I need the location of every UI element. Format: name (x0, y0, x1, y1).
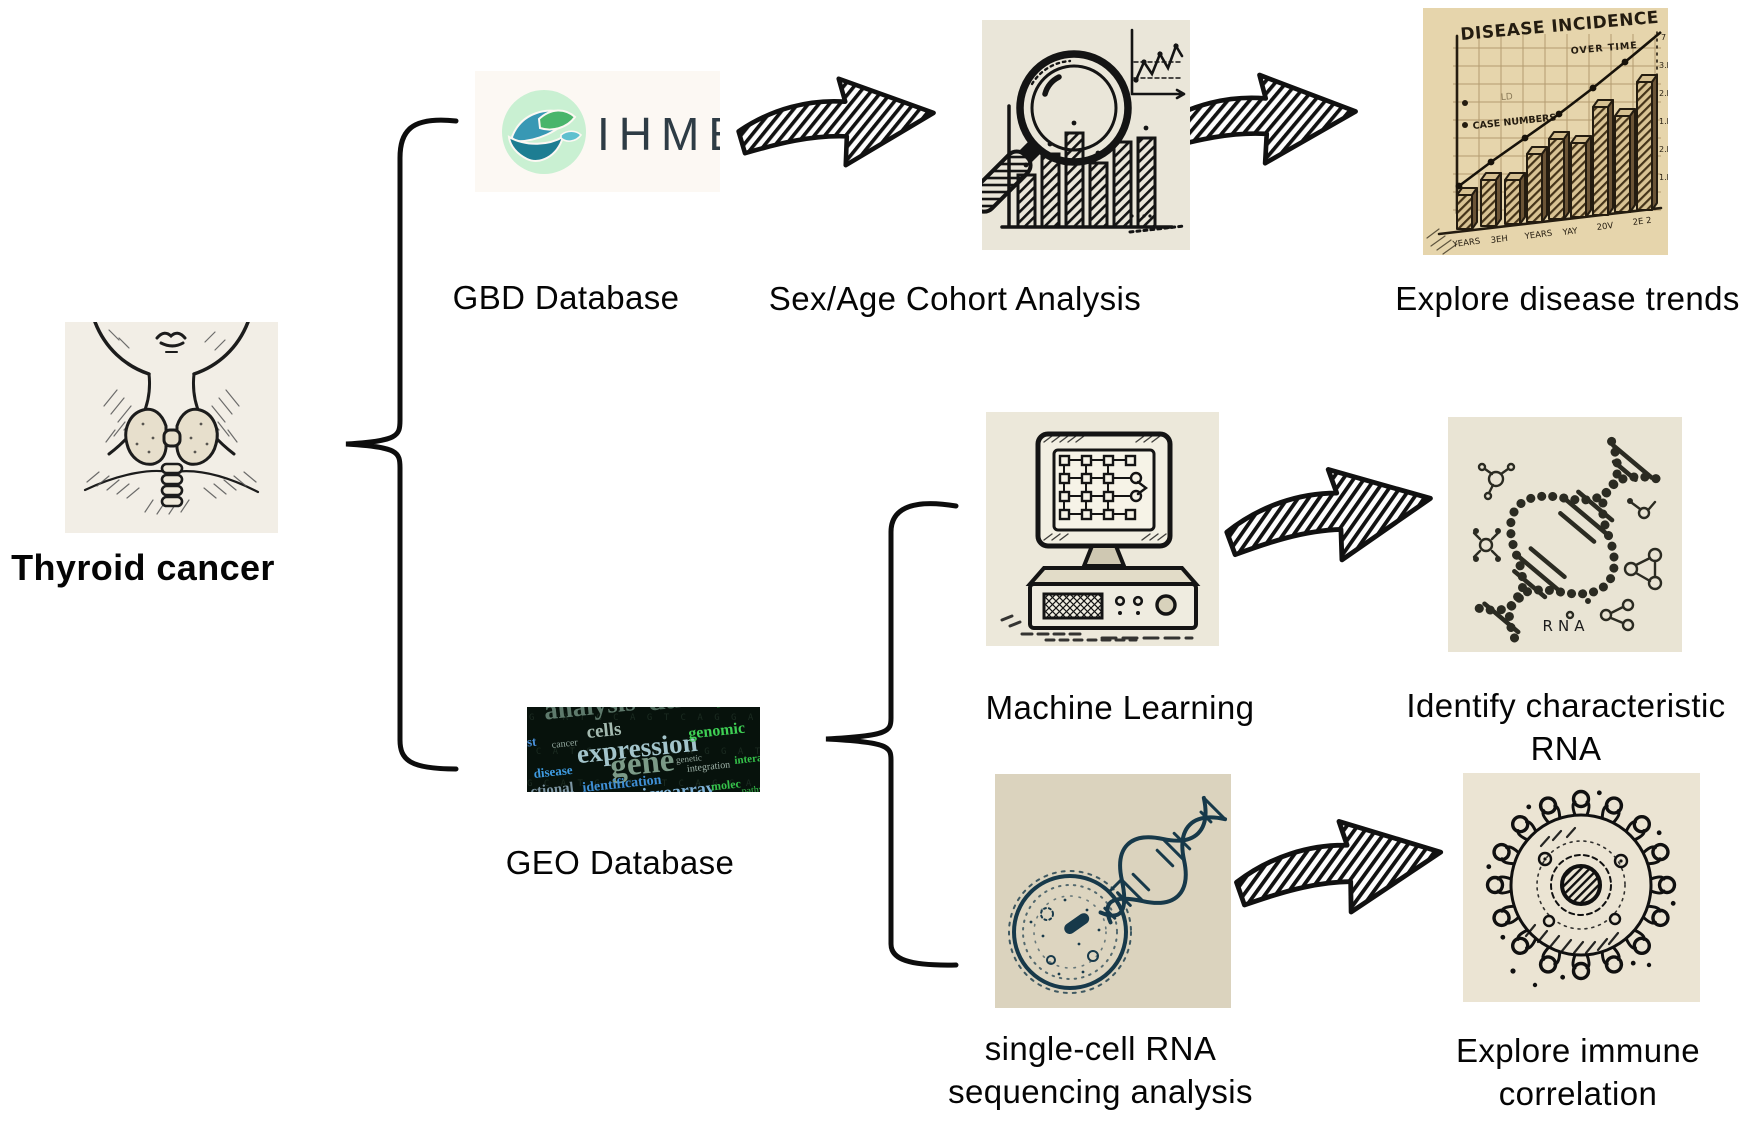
single-cell-line2: sequencing analysis (948, 1073, 1253, 1110)
geo-sub-brace (825, 501, 959, 968)
rna-caption: RNA (1543, 617, 1590, 635)
geo-database-label: GEO Database (505, 844, 735, 881)
disease-trends-illustration: DISEASE INCIDENCE OVER TIME LD CASE NUMB… (1423, 8, 1668, 255)
network-diagram (1058, 454, 1148, 521)
immune-cell-illustration (1463, 773, 1700, 1002)
computer-drawing (1000, 431, 1201, 642)
svg-text:3.h: 3.h (1659, 61, 1668, 70)
svg-text:YEARS: YEARS (1523, 229, 1553, 242)
wordcloud-word: genomic (687, 719, 746, 743)
dna-strand (1098, 795, 1228, 925)
thyroid-illustration (65, 322, 278, 533)
organelles (1537, 851, 1629, 928)
cohort-analysis-label: Sex/Age Cohort Analysis (768, 280, 1142, 317)
svg-text:3EH: 3EH (1490, 234, 1508, 246)
rna-helix-drawing: RNA (1472, 436, 1663, 645)
svg-text:YEARS: YEARS (1451, 237, 1481, 250)
mini-line-chart (1130, 28, 1186, 100)
bar-chart (1016, 120, 1157, 229)
immune-cell-drawing (1485, 789, 1677, 988)
wordcloud-word: intera (733, 752, 760, 767)
trend-legend: CASE NUMBERS (1472, 112, 1557, 132)
trend-legend-faint: LD (1501, 92, 1514, 103)
identify-rna-line2: RNA (1530, 730, 1602, 767)
magnifier-chart-drawing (982, 28, 1186, 234)
single-cell-line1: single-cell RNA (984, 1030, 1217, 1067)
geo-wordcloud-image: G C A T G C A G T C A G G A T C C G A T … (527, 707, 760, 792)
wordcloud-word: integration (686, 759, 731, 775)
single-cell-label: single-cell RNA sequencing analysis (928, 1027, 1273, 1113)
trachea (160, 462, 184, 508)
trend-y-labels: 7 3.h 2.h 1.h 2.h 1.h (1659, 33, 1668, 182)
dna-sequence-bg: G C A T G C A G T C A G G A T C C G A T … (527, 779, 760, 789)
wordcloud-word: pathw (741, 783, 760, 792)
magnifier-icon (982, 50, 1132, 214)
immune-line1: Explore immune (1455, 1032, 1701, 1069)
svg-text:1.h: 1.h (1659, 173, 1668, 182)
dna-helix (1472, 436, 1661, 645)
thyroid-neck-drawing (83, 322, 260, 515)
svg-text:2.h: 2.h (1659, 145, 1668, 154)
main-brace (345, 117, 459, 772)
spikes (1485, 789, 1677, 981)
cell-body (1008, 870, 1132, 994)
trend-line (1455, 31, 1662, 190)
arrow-gbd-to-analysis (736, 76, 936, 168)
molecule-cluster (1472, 462, 1663, 632)
wordcloud-word: disease (532, 761, 574, 781)
identify-rna-label: Identify characteristic RNA (1386, 684, 1746, 770)
wordcloud-word: cancer (551, 737, 579, 751)
gbd-database-label: GBD Database (452, 279, 680, 316)
disease-trends-label: Explore disease trends (1395, 280, 1740, 317)
dna-sequence-bg: G C A T G C A G T C A G G A T C C G A T … (527, 747, 760, 757)
svg-text:2E 2: 2E 2 (1632, 216, 1652, 228)
trend-subtitle: OVER TIME (1570, 40, 1638, 57)
arrow-sc-to-immune (1234, 819, 1444, 915)
trend-chart-drawing: DISEASE INCIDENCE OVER TIME LD CASE NUMB… (1426, 8, 1668, 255)
nucleus (1560, 864, 1602, 906)
wordcloud-word: ctional (529, 779, 575, 792)
trend-bars (1456, 74, 1658, 230)
immune-line2: correlation (1498, 1075, 1658, 1112)
cell-shading (1524, 826, 1620, 955)
ihme-logo-icon (502, 90, 586, 174)
wordcloud-word: factor (716, 707, 748, 710)
svg-text:YAY: YAY (1561, 226, 1579, 238)
cell-dna-drawing (1008, 795, 1228, 994)
machine-learning-label: Machine Learning (985, 689, 1255, 726)
wordcloud-words: analysis data factor ist cancer cells ex… (527, 707, 760, 792)
wordcloud-word: ist (527, 733, 538, 750)
dna-sequence-bg: G C A T G C A G T C A G G A T C C G A T … (529, 713, 760, 723)
machine-learning-illustration (986, 412, 1219, 646)
wordcloud-word: molec (710, 776, 742, 792)
svg-text:1.h: 1.h (1659, 117, 1668, 126)
ihme-logo-text: IHME (597, 108, 720, 160)
arrow-analysis-to-trends (1154, 72, 1358, 166)
identify-rna-line1: Identify characteristic (1406, 687, 1726, 724)
trend-title: DISEASE INCIDENCE (1460, 8, 1660, 45)
wordcloud-word: data (646, 707, 708, 718)
ihme-logo: IHME (475, 71, 720, 192)
trend-x-labels: YEARS 3EH YEARS YAY 20V 2E 2 (1451, 216, 1652, 250)
svg-text:2.h: 2.h (1659, 89, 1668, 98)
svg-text:20V: 20V (1596, 221, 1614, 233)
thyroid-gland (124, 407, 219, 466)
svg-text:7: 7 (1661, 33, 1666, 42)
rna-illustration: RNA (1448, 417, 1682, 652)
single-cell-illustration (995, 774, 1231, 1008)
thyroid-cancer-title: Thyroid cancer (11, 547, 275, 588)
cohort-analysis-illustration (982, 20, 1190, 250)
spike-dots (1486, 790, 1676, 980)
immune-correlation-label: Explore immune correlation (1398, 1029, 1750, 1115)
arrow-ml-to-rna (1224, 467, 1433, 563)
